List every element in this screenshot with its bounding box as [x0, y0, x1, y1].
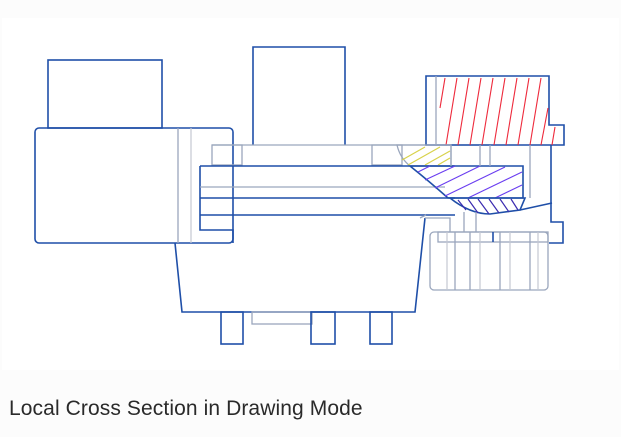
shaft — [199, 144, 490, 243]
yellow-hatch-section — [396, 144, 452, 167]
left-motor-body — [34, 59, 234, 244]
top-center-block — [252, 46, 346, 145]
lower-right-gear — [425, 212, 549, 291]
drawing-figure — [2, 18, 619, 370]
lower-housing — [174, 214, 427, 345]
navy-hatch-section — [447, 197, 553, 215]
figure-caption: Local Cross Section in Drawing Mode — [9, 397, 363, 420]
right-side-wall — [450, 145, 564, 244]
purple-hatch-section — [407, 165, 524, 199]
red-hatch-section — [425, 75, 565, 146]
